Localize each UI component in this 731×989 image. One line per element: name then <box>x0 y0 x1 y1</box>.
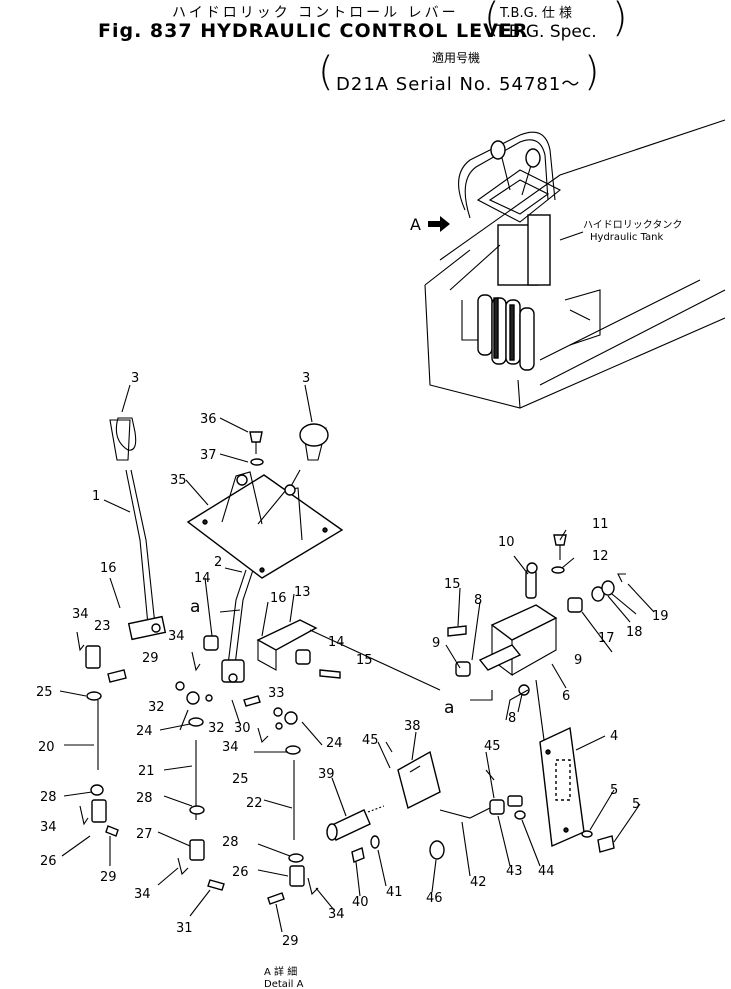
spec-english: T.B.G. Spec. <box>495 22 597 42</box>
callout-43: 43 <box>506 864 523 879</box>
callout-3-left: 3 <box>131 371 139 386</box>
callout-14-left: 14 <box>194 571 211 586</box>
callout-22: 22 <box>246 796 263 811</box>
callout-38: 38 <box>404 719 421 734</box>
callout-30: 30 <box>234 721 251 736</box>
callout-26-a: 26 <box>40 854 57 869</box>
callout-36: 36 <box>200 412 217 427</box>
spec-japanese: T.B.G. 仕 様 <box>500 6 573 21</box>
callout-28-c: 28 <box>222 835 239 850</box>
callout-34-a: 34 <box>72 607 89 622</box>
detail-label-en: Detail A <box>264 979 304 989</box>
callout-13: 13 <box>294 585 311 600</box>
callout-35: 35 <box>170 473 187 488</box>
callout-39: 39 <box>318 767 335 782</box>
callout-9-a: 9 <box>432 636 440 651</box>
bracket-open: ( <box>484 0 500 41</box>
callout-34-c: 34 <box>222 740 239 755</box>
callout-28-a: 28 <box>40 790 57 805</box>
callout-46: 46 <box>426 891 443 906</box>
callout-2: 2 <box>214 555 222 570</box>
arrow-a-label: A <box>410 215 421 234</box>
bracket-close: ) <box>612 0 628 41</box>
callout-40: 40 <box>352 895 369 910</box>
callout-25-c: 25 <box>232 772 249 787</box>
arrow-right-icon <box>428 216 450 232</box>
callout-3-right: 3 <box>302 371 310 386</box>
callout-6: 5 <box>610 783 618 798</box>
callout-45-b: 45 <box>484 739 501 754</box>
callout-16-left: 16 <box>100 561 117 576</box>
callout-18: 18 <box>626 625 643 640</box>
callout-45-a: 45 <box>362 733 379 748</box>
callout-29-a: 29 <box>142 651 159 666</box>
callout-44: 44 <box>538 864 555 879</box>
callout-34-e: 34 <box>134 887 151 902</box>
callout-1: 1 <box>92 489 100 504</box>
callout-4: 4 <box>610 729 618 744</box>
callout-29-c: 29 <box>282 934 299 949</box>
callout-8-b: 8 <box>508 711 516 726</box>
callout-33: 33 <box>268 686 285 701</box>
serial-number: D21A Serial No. 54781～ <box>336 74 581 95</box>
callout-31: 31 <box>176 921 193 936</box>
callout-14-right: 14 <box>328 635 345 650</box>
callout-16-right: 16 <box>270 591 287 606</box>
serial-japanese: 適用号機 <box>432 51 481 65</box>
detail-label-jp: A 詳 細 <box>264 965 297 978</box>
detail-a-view: 3 3 36 37 35 1 2 16 14 a 16 13 34 23 34 … <box>36 371 669 989</box>
callout-32-a: 32 <box>148 700 165 715</box>
callout-15-left: 15 <box>356 653 373 668</box>
callout-21: 21 <box>138 764 155 779</box>
callout-9-b: 9 <box>574 653 582 668</box>
tank-label-en: Hydraulic Tank <box>590 232 664 243</box>
callout-15-right: 15 <box>444 577 461 592</box>
callout-23: 23 <box>94 619 111 634</box>
callout-10: 10 <box>498 535 515 550</box>
callout-28-b: 28 <box>136 791 153 806</box>
callout-34-f: 34 <box>328 907 345 922</box>
callout-29-b: 29 <box>100 870 117 885</box>
callout-37: 37 <box>200 448 217 463</box>
machine-inset: A ハイドロリックタンク Hydraulic Tank <box>410 119 726 409</box>
callout-24-a: 24 <box>136 724 153 739</box>
callout-25-a: 25 <box>36 685 53 700</box>
callout-11: 11 <box>592 517 609 532</box>
tank-label-jp: ハイドロリックタンク <box>583 219 682 231</box>
callout-34-b: 34 <box>168 629 185 644</box>
title-japanese: ハイドロリック コントロール レバー <box>172 5 459 21</box>
callout-42: 42 <box>470 875 487 890</box>
callout-12: 12 <box>592 549 609 564</box>
callout-5: 5 <box>632 797 640 812</box>
callout-19: 19 <box>652 609 669 624</box>
callout-7: 6 <box>562 689 570 704</box>
figure-title: Fig. 837 HYDRAULIC CONTROL LEVER <box>98 20 529 42</box>
callout-a-right: a <box>444 698 454 718</box>
serial-bracket-close: ) <box>584 49 600 95</box>
callout-32-b: 32 <box>208 721 225 736</box>
callout-20: 20 <box>38 740 55 755</box>
callout-17: 17 <box>598 631 615 646</box>
callout-34-d: 34 <box>40 820 57 835</box>
callout-24-b: 24 <box>326 736 343 751</box>
callout-a-left: a <box>190 597 200 617</box>
callout-8-a: 8 <box>474 593 482 608</box>
serial-bracket-open: ( <box>318 49 334 95</box>
callout-27: 27 <box>136 827 153 842</box>
callout-26-b: 26 <box>232 865 249 880</box>
callout-41: 41 <box>386 885 403 900</box>
